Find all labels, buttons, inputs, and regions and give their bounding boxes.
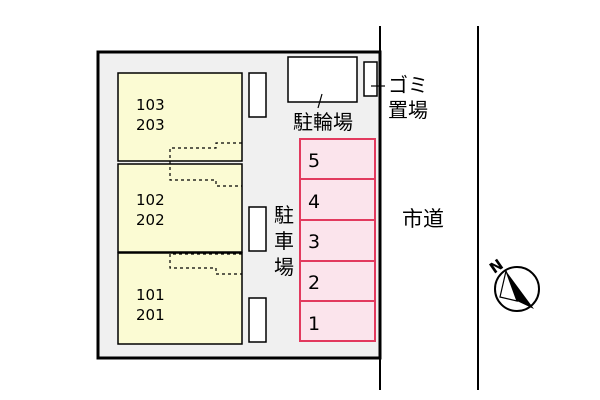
unit-label-103: 103 [136, 96, 165, 114]
garbage-area [363, 61, 378, 97]
building-wing-2 [248, 206, 267, 252]
bicycle-parking-label: 駐輪場 [293, 110, 353, 134]
building-wing-1 [248, 72, 267, 118]
parking-space-3: 3 [308, 231, 320, 253]
parking-label-char-2: 車 [274, 229, 294, 253]
bicycle-parking-leader [317, 93, 323, 109]
building-unit-103-203 [117, 72, 243, 162]
unit-label-201: 201 [136, 306, 165, 324]
unit-label-102: 102 [136, 191, 165, 209]
parking-space-5: 5 [308, 150, 320, 172]
road-label: 市道 [402, 207, 444, 231]
parking-block [299, 138, 376, 342]
garbage-label-bottom: 置場 [388, 98, 428, 122]
unit-label-203: 203 [136, 116, 165, 134]
bicycle-parking-area [287, 56, 358, 103]
parking-space-2: 2 [308, 272, 320, 294]
north-arrow-icon: N [486, 255, 540, 312]
unit-label-202: 202 [136, 211, 165, 229]
building-units [117, 72, 267, 345]
parking-space-1: 1 [308, 313, 320, 335]
stair-outline-upper [169, 142, 242, 187]
parking-label-char-3: 場 [274, 255, 294, 279]
building-wing-3 [248, 297, 267, 343]
building-unit-102-202 [117, 163, 243, 253]
stair-outline-lower [169, 253, 242, 275]
parking-space-4: 4 [308, 191, 320, 213]
parking-label-char-1: 駐 [274, 203, 294, 227]
garbage-label-top: ゴミ [388, 73, 428, 97]
unit-label-101: 101 [136, 286, 165, 304]
